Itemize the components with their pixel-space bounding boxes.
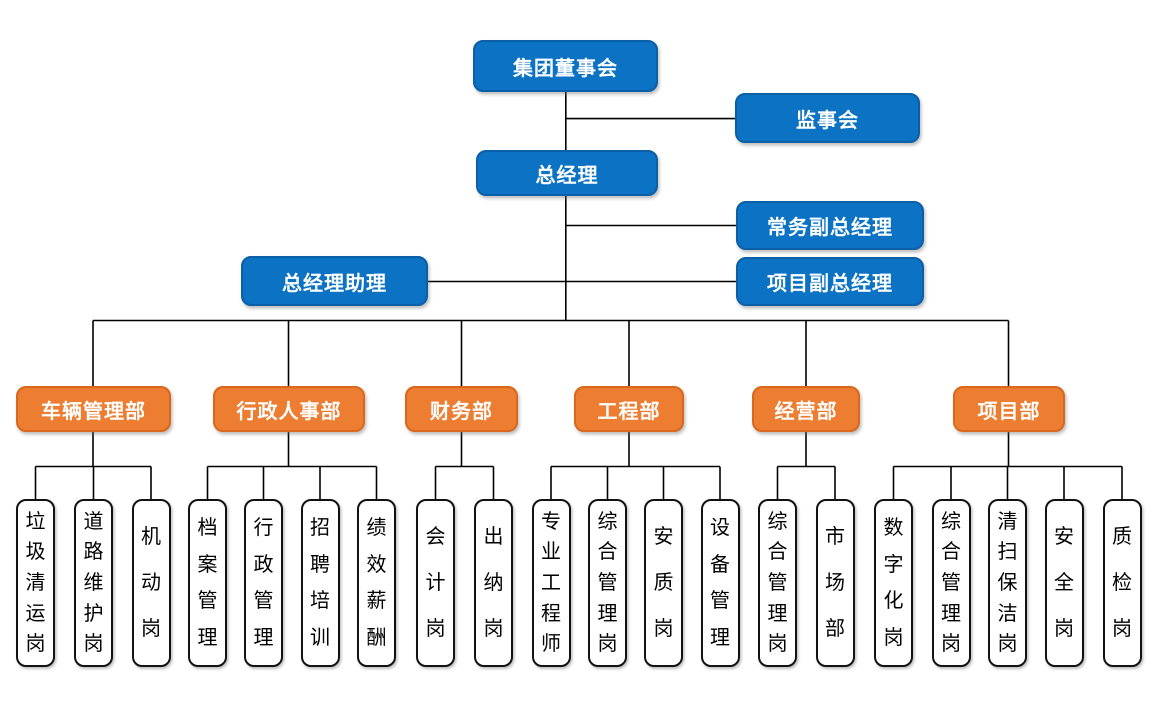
leaf-road-maintenance-post: 道路维护岗 xyxy=(74,499,113,667)
leaf-mobile-post: 机动岗 xyxy=(131,499,171,667)
leaf-quality-inspection-post: 质检岗 xyxy=(1102,499,1142,667)
leaf-label: 专业工程师 xyxy=(541,510,561,656)
leaf-general-management-post-2: 综合管理岗 xyxy=(758,499,797,667)
org-node-gm-assistant: 总经理助理 xyxy=(241,256,428,306)
dept-engineering: 工程部 xyxy=(574,386,684,432)
leaf-label: 清扫保洁岗 xyxy=(997,510,1018,656)
leaf-label: 道路维护岗 xyxy=(83,510,104,656)
leaf-archives-management: 档案管理 xyxy=(188,499,227,667)
leaf-label: 综合管理岗 xyxy=(767,510,788,656)
leaf-label: 设备管理 xyxy=(710,516,730,650)
leaf-label: 机动岗 xyxy=(141,526,161,640)
org-node-supervisory-board: 监事会 xyxy=(735,93,920,143)
leaf-safety-post: 安全岗 xyxy=(1044,499,1084,667)
leaf-label: 综合管理岗 xyxy=(597,510,618,656)
leaf-equipment-management: 设备管理 xyxy=(700,499,740,667)
leaf-label: 绩效薪酬 xyxy=(366,516,387,650)
leaf-label: 档案管理 xyxy=(197,516,218,650)
leaf-recruitment-training: 招聘培训 xyxy=(300,499,340,667)
leaf-label: 质检岗 xyxy=(1112,526,1132,640)
leaf-cashier-post: 出纳岗 xyxy=(474,499,513,667)
org-node-board: 集团董事会 xyxy=(473,40,658,92)
leaf-accounting-post: 会计岗 xyxy=(416,499,455,667)
leaf-cleaning-post: 清扫保洁岗 xyxy=(988,499,1027,667)
leaf-general-management-post-3: 综合管理岗 xyxy=(931,499,971,667)
leaf-digitalization-post: 数字化岗 xyxy=(874,499,913,667)
leaf-label: 招聘培训 xyxy=(310,516,330,650)
org-node-project-deputy-gm: 项目副总经理 xyxy=(736,257,924,306)
leaf-label: 垃圾清运岗 xyxy=(25,510,46,656)
leaf-label: 安全岗 xyxy=(1054,526,1074,640)
leaf-administration-management: 行政管理 xyxy=(244,499,283,667)
dept-project: 项目部 xyxy=(953,386,1065,432)
leaf-safety-quality-post: 安质岗 xyxy=(644,499,683,667)
leaf-label: 市场部 xyxy=(825,526,845,640)
leaf-label: 综合管理岗 xyxy=(941,510,961,656)
dept-operations: 经营部 xyxy=(752,386,860,432)
leaf-garbage-removal-post: 垃圾清运岗 xyxy=(16,499,55,667)
org-node-general-manager: 总经理 xyxy=(476,150,658,196)
leaf-general-management-post-1: 综合管理岗 xyxy=(588,499,627,667)
org-node-executive-deputy-gm: 常务副总经理 xyxy=(736,201,924,250)
leaf-performance-compensation: 绩效薪酬 xyxy=(357,499,396,667)
leaf-professional-engineer: 专业工程师 xyxy=(531,499,571,667)
leaf-label: 安质岗 xyxy=(653,526,674,640)
dept-finance: 财务部 xyxy=(405,386,518,432)
dept-vehicle-management: 车辆管理部 xyxy=(16,386,171,432)
leaf-label: 数字化岗 xyxy=(883,516,904,650)
leaf-label: 会计岗 xyxy=(425,526,446,640)
leaf-label: 出纳岗 xyxy=(483,526,504,640)
dept-admin-hr: 行政人事部 xyxy=(213,386,365,432)
leaf-market-department: 市场部 xyxy=(815,499,855,667)
leaf-label: 行政管理 xyxy=(253,516,274,650)
